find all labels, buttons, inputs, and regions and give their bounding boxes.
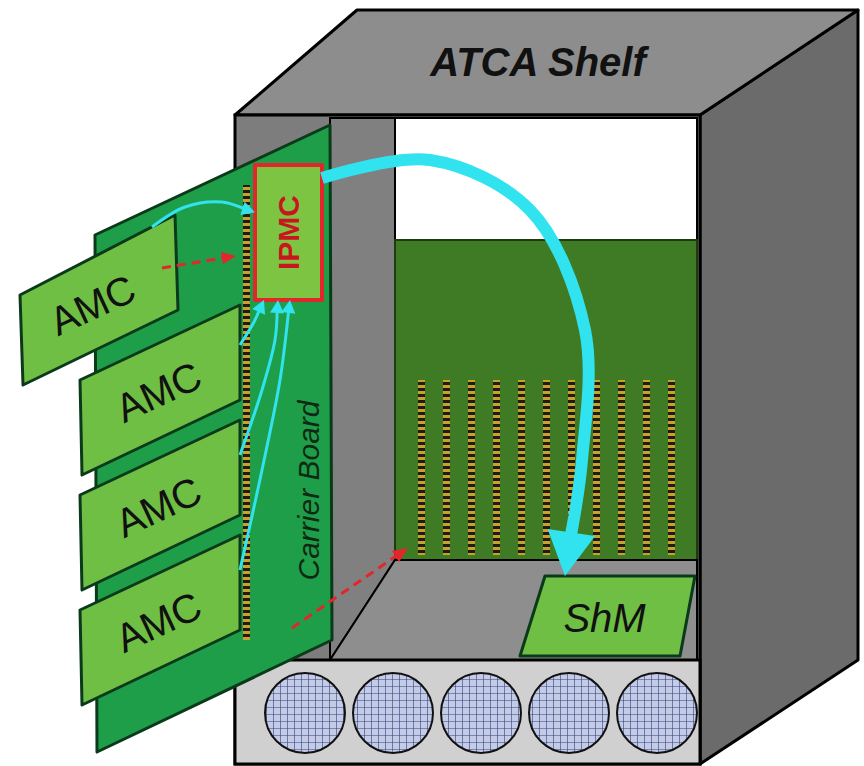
ipmi-arrow <box>322 159 595 576</box>
shelf-side <box>700 10 858 764</box>
arrow-head <box>241 202 255 215</box>
amc-module: AMC <box>80 535 240 705</box>
backplane-connector <box>643 380 650 555</box>
node-label: IPMC <box>272 195 305 270</box>
shelf-top <box>235 10 858 115</box>
backplane-connector <box>593 380 600 555</box>
arrow-head <box>252 300 265 315</box>
backplane-connector <box>543 380 550 555</box>
node-label: ShM <box>563 596 645 640</box>
arrow-head <box>392 548 408 562</box>
backplane-connector <box>468 380 475 555</box>
arrow-line <box>240 311 277 455</box>
arrow-line <box>240 310 259 345</box>
ipmi-arrow <box>240 300 265 345</box>
backplane-connector <box>443 380 450 555</box>
node-shape <box>520 576 695 656</box>
backplane <box>395 240 697 560</box>
arrow-head <box>221 252 236 264</box>
node-label: Carrier Board <box>292 400 325 580</box>
backplane-connector <box>493 380 500 555</box>
ipmi-arrow <box>240 300 284 455</box>
carrier-connector <box>243 185 250 640</box>
ipmi-arrow <box>240 300 295 570</box>
arrow-line <box>322 159 589 534</box>
fan <box>441 673 521 753</box>
node-shape <box>255 165 322 300</box>
fan <box>529 673 609 753</box>
fan <box>617 673 697 753</box>
backplane-connector <box>618 380 625 555</box>
shelf-front <box>235 115 700 764</box>
shelf-floor <box>330 560 697 660</box>
arrow-head <box>548 529 595 576</box>
arrow-line <box>152 202 245 227</box>
ipmi-arrow <box>152 202 255 227</box>
backplane-connector <box>518 380 525 555</box>
node-label: ATCA Shelf <box>430 40 646 84</box>
shm-module: ShM <box>520 576 695 656</box>
dashed-arrow <box>292 556 396 628</box>
fan <box>265 673 345 753</box>
fan-tray <box>235 660 700 764</box>
fan <box>353 673 433 753</box>
node-shape <box>80 535 240 705</box>
backplane-connector <box>418 380 425 555</box>
arrow-head <box>281 300 295 314</box>
backplane-connector <box>668 380 675 555</box>
dashed-arrow <box>162 258 223 268</box>
arrow-line <box>240 311 289 570</box>
ipmc-chip: IPMC <box>255 165 322 300</box>
